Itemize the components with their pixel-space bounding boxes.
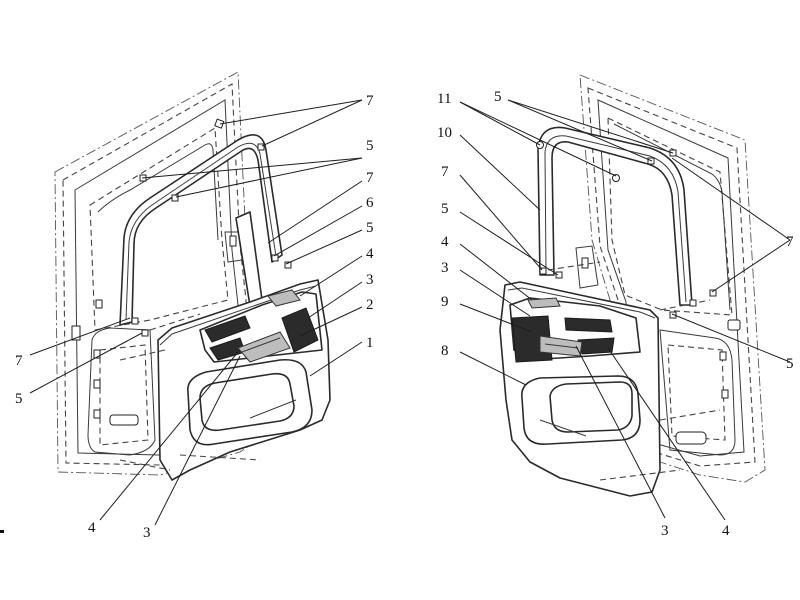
left-callout-2: 2 xyxy=(366,297,374,313)
right-window-moulding xyxy=(537,126,693,306)
left-callout-5-upper: 5 xyxy=(366,138,374,154)
right-callout-9: 9 xyxy=(441,294,449,310)
right-door-assembly xyxy=(499,74,766,497)
right-callout-4-left: 4 xyxy=(441,234,449,250)
right-callout-5-top: 5 xyxy=(494,89,502,105)
right-door-frame xyxy=(579,74,766,483)
left-callouts: 7 5 7 6 5 4 3 2 1 7 5 4 3 xyxy=(15,93,374,541)
right-callout-5-left: 5 xyxy=(441,201,449,217)
right-callout-11: 11 xyxy=(437,91,451,107)
leader-lines xyxy=(29,99,791,526)
left-callout-7-top: 7 xyxy=(366,93,374,109)
left-door-assembly xyxy=(54,71,331,481)
right-callouts: 11 5 10 7 5 4 3 9 8 7 5 3 4 xyxy=(437,89,794,539)
left-callout-3-bottom: 3 xyxy=(143,525,151,541)
right-callout-4-bottom: 4 xyxy=(722,523,730,539)
left-callout-4-bottom: 4 xyxy=(88,520,96,536)
right-callout-7-left: 7 xyxy=(441,164,449,180)
left-callout-3-top: 3 xyxy=(366,272,374,288)
right-callout-5-right: 5 xyxy=(786,356,794,372)
left-callout-7-mid: 7 xyxy=(366,170,374,186)
left-callout-4-top: 4 xyxy=(366,246,374,262)
right-callout-7-right: 7 xyxy=(786,234,794,250)
right-callout-10: 10 xyxy=(437,125,452,141)
right-callout-8: 8 xyxy=(441,343,449,359)
right-callout-3-bottom: 3 xyxy=(661,523,669,539)
right-callout-3-left: 3 xyxy=(441,260,449,276)
left-callout-1: 1 xyxy=(366,335,374,351)
left-callout-6: 6 xyxy=(366,195,374,211)
left-callout-5-side: 5 xyxy=(15,391,23,407)
edge-mark xyxy=(0,530,4,533)
left-callout-7-side: 7 xyxy=(15,353,23,369)
left-callout-5-mid: 5 xyxy=(366,220,374,236)
